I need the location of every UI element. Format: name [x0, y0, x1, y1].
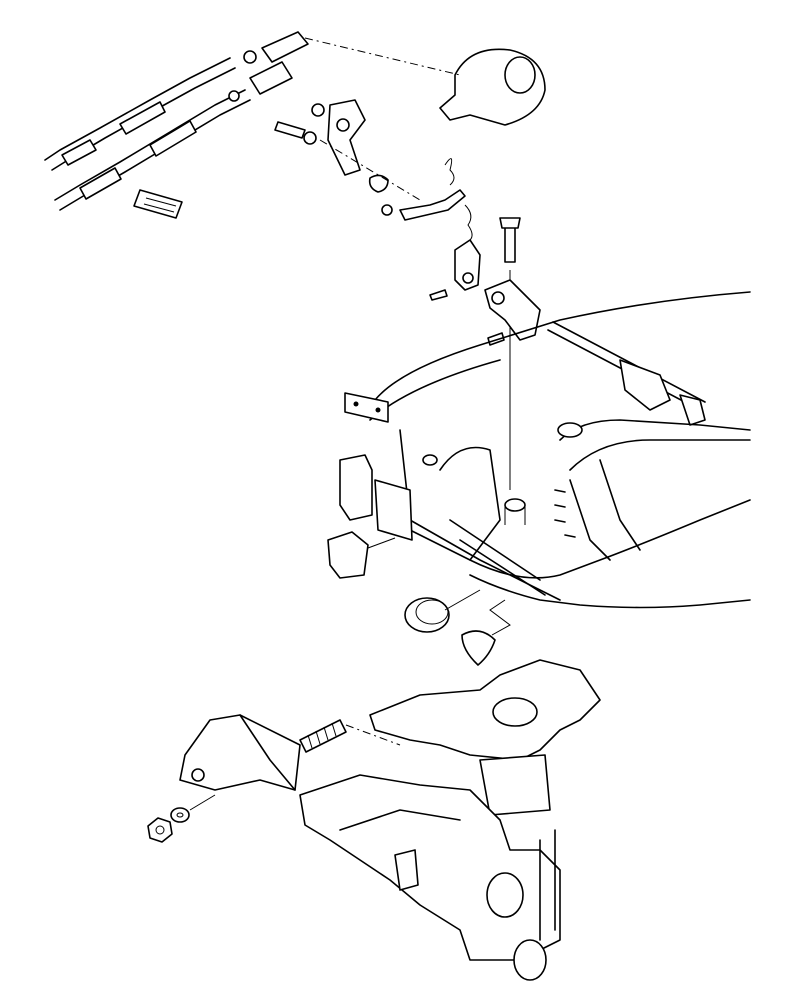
- shift-cable: [54, 89, 251, 211]
- throttle-cam: [304, 37, 546, 126]
- nut: [147, 817, 173, 843]
- grommet-small: [461, 599, 511, 666]
- spring: [299, 719, 401, 753]
- rubber-pad: [344, 392, 389, 423]
- shift-rod: [547, 321, 706, 426]
- throttle-cable: [44, 57, 236, 171]
- swivel-bracket: [299, 659, 601, 981]
- cable-grommet: [327, 531, 396, 579]
- cable-label-plate: [133, 189, 183, 219]
- mounting-bracket: [179, 714, 301, 791]
- cable-grommet-holder: [339, 454, 413, 541]
- bolt: [499, 217, 521, 490]
- cable-joint-upper: [243, 31, 309, 64]
- shift-lever: [274, 99, 421, 201]
- shift-arm: [429, 204, 481, 301]
- bottom-cowling: [369, 291, 751, 609]
- cable-joint-lower: [228, 61, 293, 102]
- plug-cap: [404, 589, 481, 633]
- shift-link-rod: [381, 158, 466, 221]
- washer: [170, 794, 216, 823]
